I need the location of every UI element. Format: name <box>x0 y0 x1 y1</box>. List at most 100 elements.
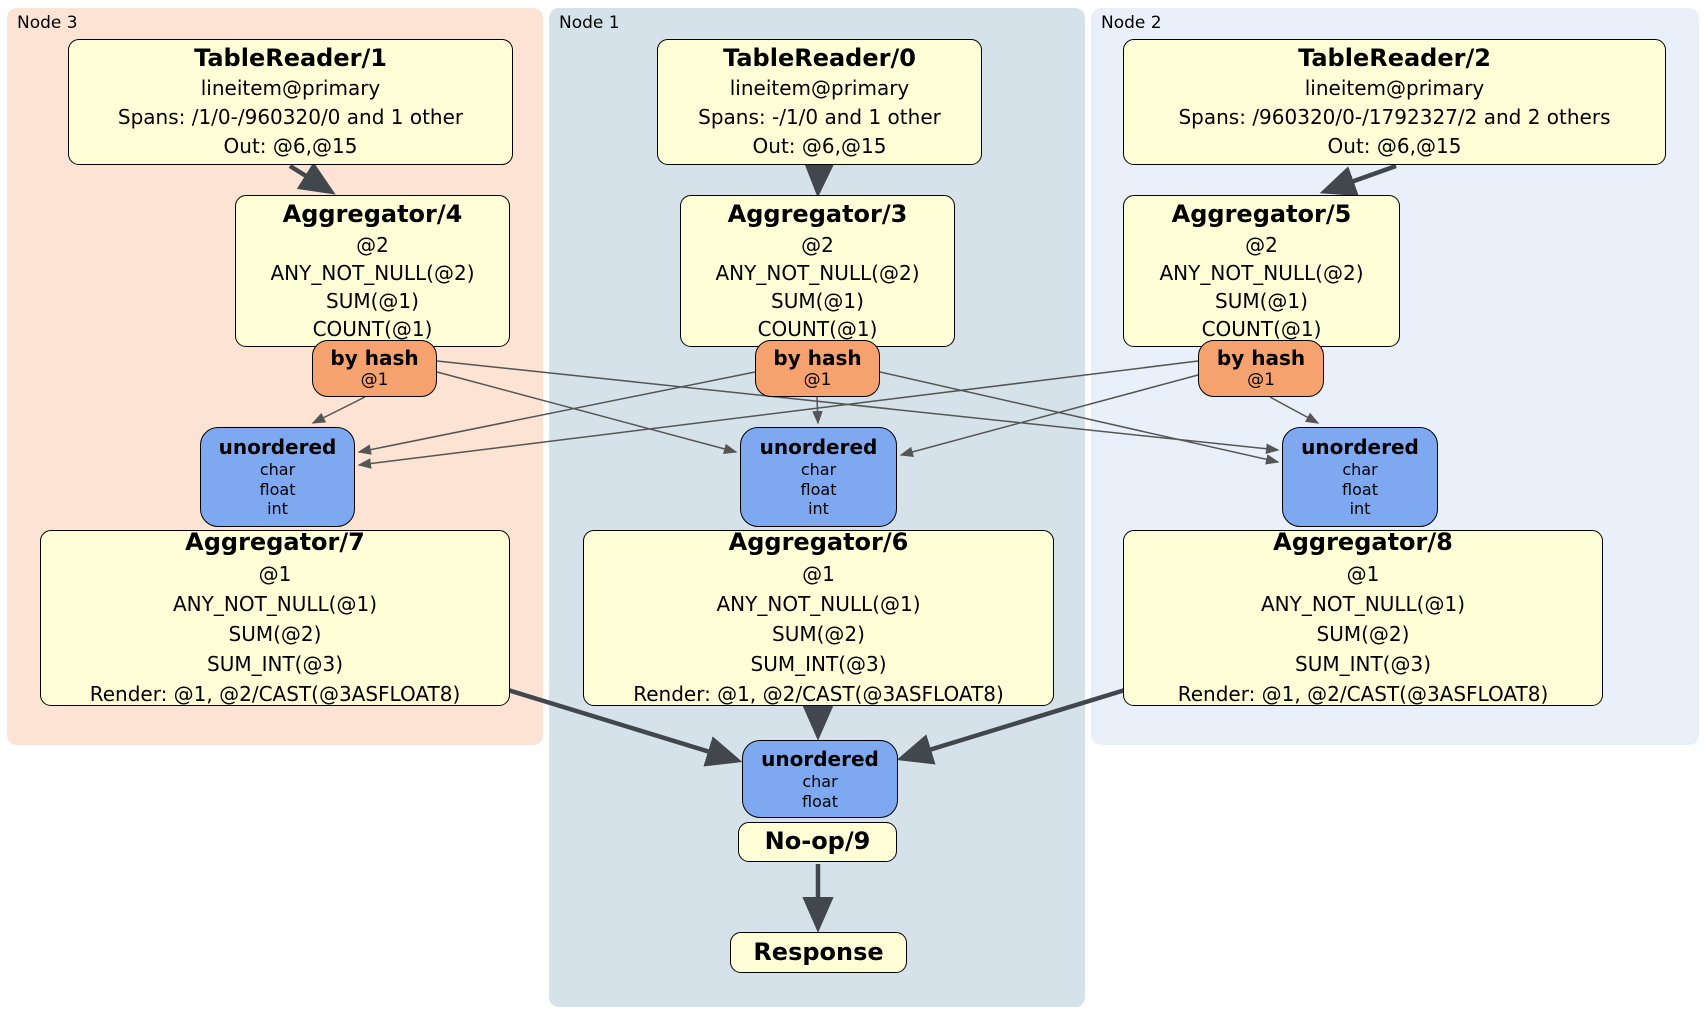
box-title: Response <box>753 937 884 966</box>
noop-box: No-op/9 <box>738 822 897 862</box>
box-line: Render: @1, @2/CAST(@3ASFLOAT8) <box>89 681 461 706</box>
box-line: SUM(@2) <box>772 621 865 646</box>
unordered-sync-left: unordered char float int <box>200 427 355 527</box>
box-title: Aggregator/6 <box>728 528 909 557</box>
box-line: Spans: -/1/0 and 1 other <box>698 105 941 130</box>
aggregator-8-box: Aggregator/8 @1 ANY_NOT_NULL(@1) SUM(@2)… <box>1123 528 1603 706</box>
box-line: SUM(@1) <box>771 288 864 313</box>
sync-title: unordered <box>759 435 878 460</box>
aggregator-3-box: Aggregator/3 @2 ANY_NOT_NULL(@2) SUM(@1)… <box>680 195 955 347</box>
box-title: Aggregator/5 <box>1171 200 1352 229</box>
edge-agg7-syncfinal <box>507 687 743 767</box>
box-title: Aggregator/8 <box>1273 528 1453 557</box>
node-label: Node 3 <box>17 13 78 33</box>
box-line: @1 <box>1346 561 1380 586</box>
by-hash-router-middle: by hash @1 <box>755 340 880 397</box>
sync-column: char <box>802 771 838 791</box>
edge-tr1-agg4 <box>288 162 336 195</box>
sync-column: int <box>267 499 288 519</box>
box-line: Render: @1, @2/CAST(@3ASFLOAT8) <box>633 681 1004 706</box>
sync-column: int <box>808 499 829 519</box>
edge-routerL-syncM <box>436 371 738 454</box>
router-arg: @1 <box>360 370 389 391</box>
box-line: ANY_NOT_NULL(@1) <box>173 591 377 616</box>
box-line: @2 <box>801 232 834 257</box>
sync-column: float <box>800 479 837 499</box>
box-line: SUM(@1) <box>1215 288 1308 313</box>
sync-column: float <box>802 791 838 811</box>
box-line: COUNT(@1) <box>1201 316 1322 341</box>
box-line: Spans: /960320/0-/1792327/2 and 2 others <box>1178 105 1611 130</box>
box-line: Out: @6,@15 <box>752 134 887 159</box>
box-line: ANY_NOT_NULL(@1) <box>716 591 921 616</box>
edge-routerR-syncR <box>1269 396 1320 424</box>
unordered-sync-final: unordered char float <box>742 740 898 818</box>
edge-routerM-syncR <box>879 371 1280 465</box>
box-title: TableReader/0 <box>723 43 916 72</box>
box-line: SUM_INT(@3) <box>207 651 343 676</box>
edge-routerL-syncL <box>311 396 366 424</box>
sync-title: unordered <box>761 746 879 771</box>
unordered-sync-right: unordered char float int <box>1282 427 1438 527</box>
aggregator-4-box: Aggregator/4 @2 ANY_NOT_NULL(@2) SUM(@1)… <box>235 195 510 347</box>
box-line: ANY_NOT_NULL(@2) <box>715 260 920 285</box>
router-arg: @1 <box>1247 370 1275 391</box>
response-box: Response <box>730 932 907 973</box>
edge-routerR-syncL <box>357 360 1199 469</box>
unordered-sync-middle: unordered char float int <box>740 427 897 527</box>
edge-agg8-syncfinal <box>896 687 1126 765</box>
sync-column: char <box>800 460 837 480</box>
sync-title: unordered <box>218 435 337 460</box>
box-line: SUM(@1) <box>326 288 419 313</box>
box-line: @2 <box>356 232 389 257</box>
box-line: @2 <box>1245 232 1278 257</box>
tablereader-1-box: TableReader/1 lineitem@primary Spans: /1… <box>68 39 513 165</box>
router-title: by hash <box>1216 346 1306 371</box>
box-line: ANY_NOT_NULL(@2) <box>1159 260 1364 285</box>
box-title: TableReader/1 <box>194 43 387 72</box>
tablereader-0-box: TableReader/0 lineitem@primary Spans: -/… <box>657 39 982 165</box>
aggregator-5-box: Aggregator/5 @2 ANY_NOT_NULL(@2) SUM(@1)… <box>1123 195 1400 347</box>
box-line: lineitem@primary <box>200 76 381 101</box>
router-title: by hash <box>330 346 419 371</box>
sync-column: float <box>259 479 296 499</box>
box-line: @1 <box>802 561 835 586</box>
box-line: Out: @6,@15 <box>223 134 358 159</box>
box-line: SUM(@2) <box>228 621 322 646</box>
box-title: No-op/9 <box>764 827 871 856</box>
box-line: SUM_INT(@3) <box>750 651 887 676</box>
box-line: Render: @1, @2/CAST(@3ASFLOAT8) <box>1177 681 1549 706</box>
sync-column: char <box>1342 460 1378 480</box>
box-line: COUNT(@1) <box>312 316 433 341</box>
box-line: ANY_NOT_NULL(@2) <box>270 260 475 285</box>
box-line: @1 <box>258 561 292 586</box>
box-title: Aggregator/4 <box>282 200 463 229</box>
aggregator-6-box: Aggregator/6 @1 ANY_NOT_NULL(@1) SUM(@2)… <box>583 528 1054 706</box>
router-arg: @1 <box>803 370 832 391</box>
sync-column: char <box>259 460 296 480</box>
box-title: TableReader/2 <box>1298 43 1491 72</box>
edge-tr0-agg3 <box>803 161 835 198</box>
aggregator-7-box: Aggregator/7 @1 ANY_NOT_NULL(@1) SUM(@2)… <box>40 528 510 706</box>
box-line: COUNT(@1) <box>757 316 878 341</box>
box-line: SUM_INT(@3) <box>1295 651 1431 676</box>
sync-column: int <box>1349 499 1371 519</box>
box-line: Spans: /1/0-/960320/0 and 1 other <box>117 105 464 130</box>
edge-routerM-syncL <box>357 371 756 455</box>
tablereader-2-box: TableReader/2 lineitem@primary Spans: /9… <box>1123 39 1666 165</box>
box-line: Out: @6,@15 <box>1327 134 1462 159</box>
node-label: Node 1 <box>559 13 620 33</box>
box-line: lineitem@primary <box>1304 76 1485 101</box>
by-hash-router-left: by hash @1 <box>312 340 437 397</box>
box-title: Aggregator/7 <box>185 528 365 557</box>
node-label: Node 2 <box>1101 13 1162 33</box>
box-title: Aggregator/3 <box>727 200 908 229</box>
router-title: by hash <box>773 346 862 371</box>
edge-tr2-agg5 <box>1319 163 1397 196</box>
box-line: ANY_NOT_NULL(@1) <box>1261 591 1465 616</box>
box-line: SUM(@2) <box>1316 621 1410 646</box>
sync-column: float <box>1342 479 1378 499</box>
sync-title: unordered <box>1301 435 1419 460</box>
